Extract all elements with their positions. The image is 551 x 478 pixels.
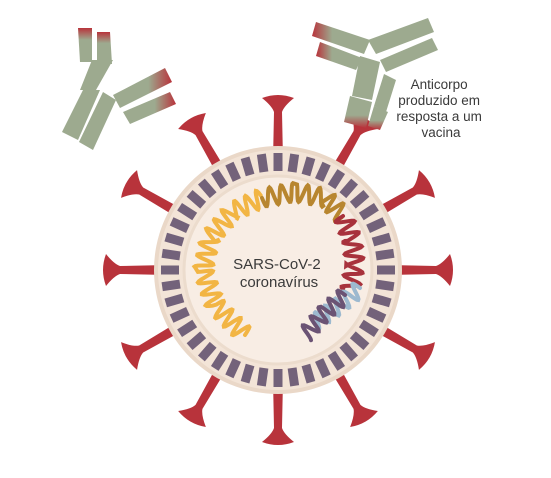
rna-strand: [191, 188, 263, 338]
membrane-protein: [358, 319, 379, 338]
antibody-label: Anticorpo produzido em resposta a um vac…: [396, 77, 485, 140]
membrane-protein: [256, 153, 269, 173]
membrane-protein: [315, 358, 331, 379]
spike-protein: [328, 113, 378, 178]
membrane-protein: [339, 178, 359, 199]
membrane-protein: [164, 293, 185, 308]
membrane-protein: [375, 279, 395, 292]
membrane-protein: [210, 169, 229, 190]
spike-protein: [121, 170, 186, 220]
membrane-protein: [197, 341, 217, 362]
membrane-protein: [225, 161, 241, 182]
membrane-protein: [287, 367, 300, 387]
membrane-protein: [210, 350, 229, 371]
virus-label-line2: coronavírus: [240, 274, 318, 291]
spike-protein: [178, 113, 228, 178]
antibody-right: [312, 18, 438, 130]
rna-strand: [333, 214, 366, 291]
membrane-protein: [327, 350, 346, 371]
antibody-label-line2: produzido em: [398, 93, 480, 108]
membrane-protein: [197, 178, 217, 199]
spike-protein: [262, 380, 294, 445]
membrane-protein: [177, 202, 198, 221]
spike-protein: [262, 95, 294, 160]
membrane-protein: [186, 189, 207, 209]
membrane-protein: [177, 319, 198, 338]
membrane-protein: [161, 279, 181, 292]
membrane-protein: [366, 217, 387, 233]
membrane-protein: [240, 156, 255, 177]
spike-protein: [370, 170, 435, 220]
membrane-protein: [339, 341, 359, 362]
membrane-protein: [349, 189, 370, 209]
membrane-protein: [375, 248, 395, 261]
membrane-protein: [371, 232, 392, 247]
membrane-protein: [358, 202, 379, 221]
membrane-protein: [186, 331, 207, 351]
membrane-protein: [371, 293, 392, 308]
membrane-protein: [164, 232, 185, 247]
spike-protein: [328, 362, 378, 427]
spike-protein: [370, 320, 435, 370]
membrane-protein: [169, 217, 190, 233]
membrane-protein: [161, 265, 179, 275]
spike-protein: [178, 362, 228, 427]
antibody-label-line4: vacina: [421, 125, 461, 140]
membrane-protein: [377, 265, 395, 275]
spike-protein: [103, 254, 168, 286]
spike-protein: [121, 320, 186, 370]
antibody-left: [62, 28, 176, 150]
membrane-protein: [273, 153, 283, 171]
antibody-label-line3: resposta a um: [396, 109, 482, 124]
membrane-protein: [315, 161, 331, 182]
rna-strand: [300, 288, 347, 343]
virus-label: SARS-CoV-2 coronavírus: [233, 256, 325, 291]
membrane-protein: [225, 358, 241, 379]
membrane-protein: [366, 307, 387, 323]
membrane-protein: [301, 363, 316, 384]
membrane-protein: [273, 369, 283, 387]
membrane-protein: [169, 307, 190, 323]
rna-strand: [260, 180, 346, 223]
membrane-protein: [240, 363, 255, 384]
membrane-protein: [161, 248, 181, 261]
antibody-label-line1: Anticorpo: [411, 77, 468, 92]
spike-proteins: [103, 95, 453, 445]
spike-protein: [388, 254, 453, 286]
membrane-protein: [327, 169, 346, 190]
membrane-protein: [256, 367, 269, 387]
membrane-protein: [349, 331, 370, 351]
membrane-protein: [287, 153, 300, 173]
rna-genome: [191, 180, 366, 343]
virus-label-line1: SARS-CoV-2: [233, 256, 321, 273]
membrane-protein: [301, 156, 316, 177]
membrane-proteins: [161, 153, 395, 387]
